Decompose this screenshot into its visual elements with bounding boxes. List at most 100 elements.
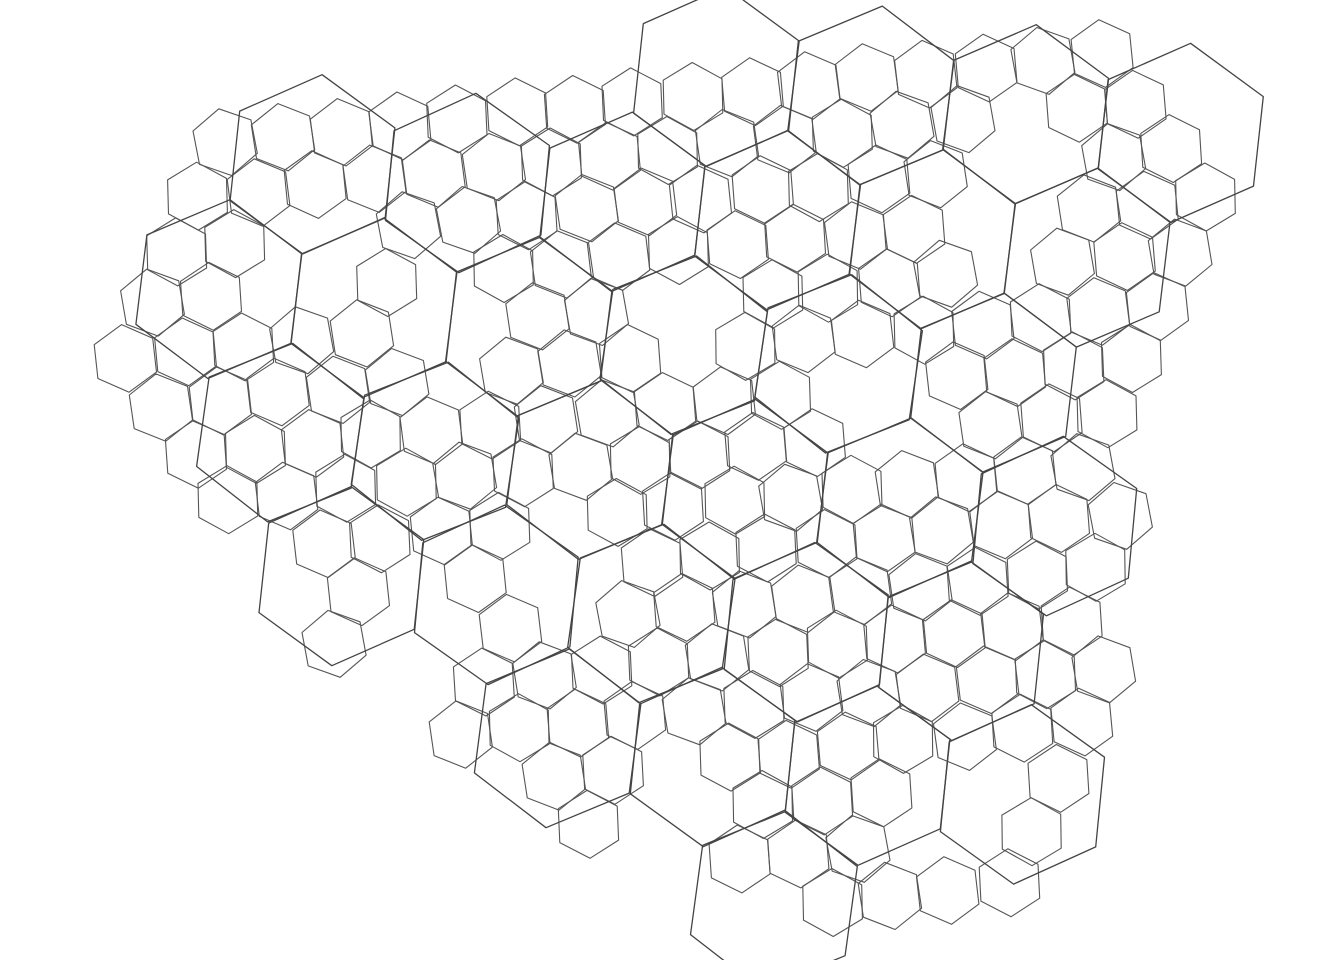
small-hexagon [428,700,493,769]
small-hexagon-layer [93,19,1236,938]
small-hexagon [505,282,570,351]
small-hexagon [874,450,940,519]
small-hexagon [749,360,812,430]
small-hexagon [197,465,259,535]
small-hexagon [978,848,1041,918]
small-hexagon [577,121,641,191]
small-hexagon [1040,586,1103,656]
small-hexagon [930,85,996,154]
small-hexagon [435,185,502,254]
small-hexagon [1050,433,1116,502]
small-hexagon [283,150,347,219]
small-hexagon [766,819,830,889]
small-hexagon [1125,272,1190,341]
small-hexagon [595,580,661,648]
large-hexagon [632,0,800,168]
small-hexagon [399,396,464,465]
small-hexagon [1076,379,1138,449]
small-hexagon [250,103,316,172]
small-hexagon [246,357,310,427]
large-hexagon [693,130,861,311]
small-hexagon [93,324,158,393]
small-hexagon [946,546,1009,616]
small-hexagon [955,645,1020,715]
small-hexagon [642,471,704,541]
small-hexagon [473,233,534,304]
small-hexagon [836,658,902,728]
small-hexagon [723,669,785,739]
small-hexagon [120,268,185,337]
small-hexagon [1043,331,1105,401]
small-hexagon [771,304,836,374]
small-hexagon [715,311,776,381]
large-hexagon [972,435,1138,617]
small-hexagon [570,635,633,705]
small-hexagon [893,295,955,365]
small-hexagon [830,299,895,369]
small-hexagon [711,570,777,639]
large-hexagon [1097,42,1264,224]
small-hexagon [637,115,698,186]
small-hexagon [823,201,888,270]
small-hexagon [469,491,531,561]
large-hexagon [413,504,579,686]
small-hexagon [721,57,784,127]
small-hexagon [543,74,606,144]
small-hexagon [825,814,891,883]
small-hexagon [598,323,662,393]
small-hexagon [857,861,923,931]
small-hexagon [586,477,648,547]
large-hexagon [816,417,984,598]
small-hexagon [459,390,522,460]
small-hexagon [326,557,391,627]
small-hexagon [903,140,968,209]
small-hexagon [1009,283,1072,353]
small-hexagon [537,329,602,398]
small-hexagon [1071,635,1137,704]
large-hexagon [787,5,955,186]
small-hexagon [309,98,374,167]
small-hexagon [776,51,841,120]
small-hexagon [647,216,709,286]
small-hexagon [912,239,979,308]
small-hexagon [582,735,644,805]
small-hexagon [704,465,766,535]
small-hexagon [858,248,921,318]
small-hexagon [1147,218,1213,287]
large-hexagon [689,810,858,960]
small-hexagon [492,438,554,508]
small-hexagon [1020,383,1083,453]
small-hexagon [315,453,377,523]
large-hexagon [229,74,396,255]
small-hexagon [512,641,577,710]
small-hexagon [212,312,275,382]
small-hexagon [375,191,442,260]
small-hexagon [1140,114,1203,184]
small-hexagon [554,173,619,243]
small-hexagon [349,504,411,574]
small-hexagon [1104,69,1167,139]
small-hexagon [188,366,253,436]
small-hexagon [791,766,854,836]
small-hexagon [951,290,1015,360]
small-hexagon [557,789,620,859]
large-hexagon [939,704,1106,885]
small-hexagon [340,399,401,469]
small-hexagon [934,443,998,513]
large-hexagon-layer [135,0,1264,960]
small-hexagon [603,681,667,750]
small-hexagon [488,693,550,763]
small-hexagon [574,379,640,448]
small-hexagon [224,414,286,484]
large-hexagon [910,292,1077,473]
large-hexagon [599,255,768,435]
small-hexagon [869,90,935,159]
small-hexagon [764,203,827,273]
small-hexagon [292,509,356,579]
large-hexagon [350,361,520,542]
small-hexagon [1010,26,1076,95]
small-hexagon [706,210,769,280]
small-hexagon [747,618,809,688]
small-hexagon [735,513,797,583]
